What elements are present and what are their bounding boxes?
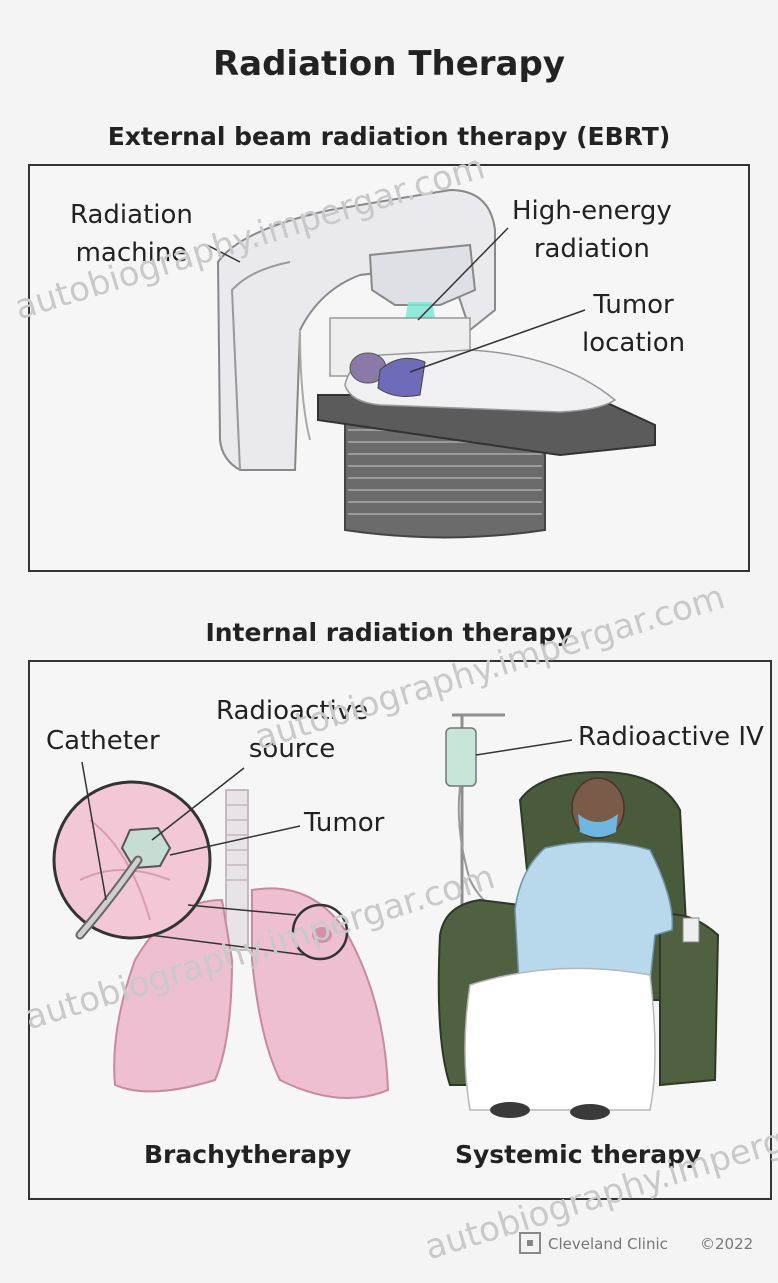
label-tumor: Tumor [304, 804, 384, 842]
label-radiation-machine-line1: Radiation [70, 196, 193, 234]
footer-copyright: ©2022 [700, 1235, 753, 1253]
label-tumor-location-line1: Tumor [582, 286, 685, 324]
label-tumor-location: Tumor location [582, 286, 685, 362]
label-high-energy: High-energy radiation [512, 192, 672, 268]
iv-leader [476, 740, 572, 755]
label-high-energy-line1: High-energy [512, 192, 672, 230]
label-catheter: Catheter [46, 722, 160, 760]
footer-brand: Cleveland Clinic [548, 1235, 668, 1253]
label-tumor-location-line2: location [582, 324, 685, 362]
label-high-energy-line2: radiation [512, 230, 672, 268]
caption-brachytherapy: Brachytherapy [144, 1140, 351, 1169]
iv-patient-illustration [439, 715, 718, 1120]
label-radioactive-iv: Radioactive IV [578, 718, 764, 756]
